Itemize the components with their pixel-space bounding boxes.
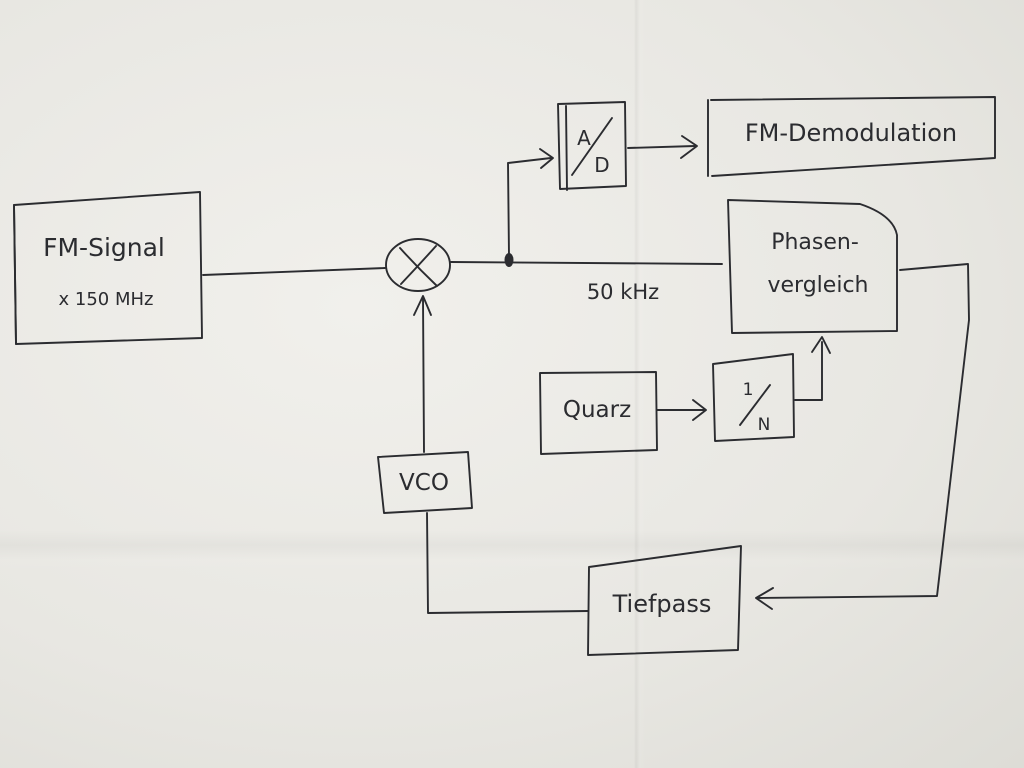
phase-comparator-label-2: vergleich [768, 273, 869, 298]
mixer-to-phase-line [450, 261, 723, 265]
arrow-to-lowpass [755, 587, 774, 610]
signal-to-mixer-line [202, 267, 386, 276]
divider-block [712, 353, 795, 442]
phase-comparator-block [727, 199, 898, 334]
branch-to-ad-line [507, 157, 552, 257]
fm-demodulation-block [707, 96, 996, 177]
ad-label-d: D [594, 153, 609, 177]
fm-signal-label: FM-Signal [43, 233, 165, 262]
lowpass-block [587, 545, 742, 656]
divider-label-n: N [758, 415, 771, 435]
mixer-icon [385, 238, 451, 292]
ad-label-a: A [577, 126, 591, 150]
quartz-label: Quarz [563, 397, 631, 423]
ad-to-demod-line [627, 145, 696, 149]
arrow-to-ad [539, 148, 554, 169]
frequency-label: 50 kHz [587, 280, 659, 304]
lowpass-to-vco-line [426, 512, 589, 614]
vco-to-mixer-line [422, 297, 425, 453]
arrow-to-divider [692, 399, 707, 421]
divider-to-phase-line [794, 341, 823, 401]
divider-label-1: 1 [743, 380, 754, 400]
phase-to-lowpass-line [757, 263, 970, 599]
phase-comparator-label-1: Phasen- [771, 230, 859, 255]
arrow-to-mixer [413, 295, 432, 316]
arrow-to-phase [811, 336, 831, 354]
junction-dot [504, 253, 514, 267]
vco-label: VCO [399, 470, 449, 496]
ad-converter-block [557, 101, 627, 191]
fm-signal-block [13, 191, 203, 345]
arrow-to-demod [680, 135, 698, 159]
quartz-block [539, 371, 658, 455]
vco-block [377, 451, 473, 514]
fm-signal-frequency: x 150 MHz [59, 289, 154, 310]
lowpass-label: Tiefpass [612, 590, 712, 618]
fm-demodulation-label: FM-Demodulation [745, 119, 957, 147]
